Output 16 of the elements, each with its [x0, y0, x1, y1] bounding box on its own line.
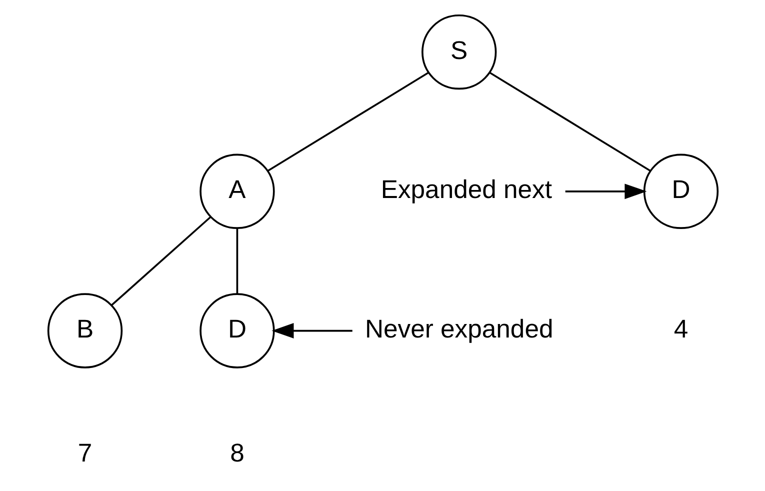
arrow — [564, 184, 646, 200]
connector — [110, 216, 211, 306]
node-text: Never expanded — [364, 316, 553, 344]
node-circle: S — [421, 14, 496, 90]
node-label: 4 — [673, 316, 688, 344]
node-circle: D — [642, 154, 718, 229]
node-label: 8 — [230, 439, 244, 468]
connector — [236, 228, 238, 294]
node-text: Expanded next — [380, 176, 552, 204]
connector — [266, 72, 428, 172]
node-circle: D — [199, 293, 274, 368]
node-label: 7 — [77, 439, 92, 468]
connector — [488, 72, 650, 172]
arrow — [271, 323, 352, 338]
node-circle: A — [199, 154, 274, 229]
node-circle: B — [46, 293, 122, 368]
